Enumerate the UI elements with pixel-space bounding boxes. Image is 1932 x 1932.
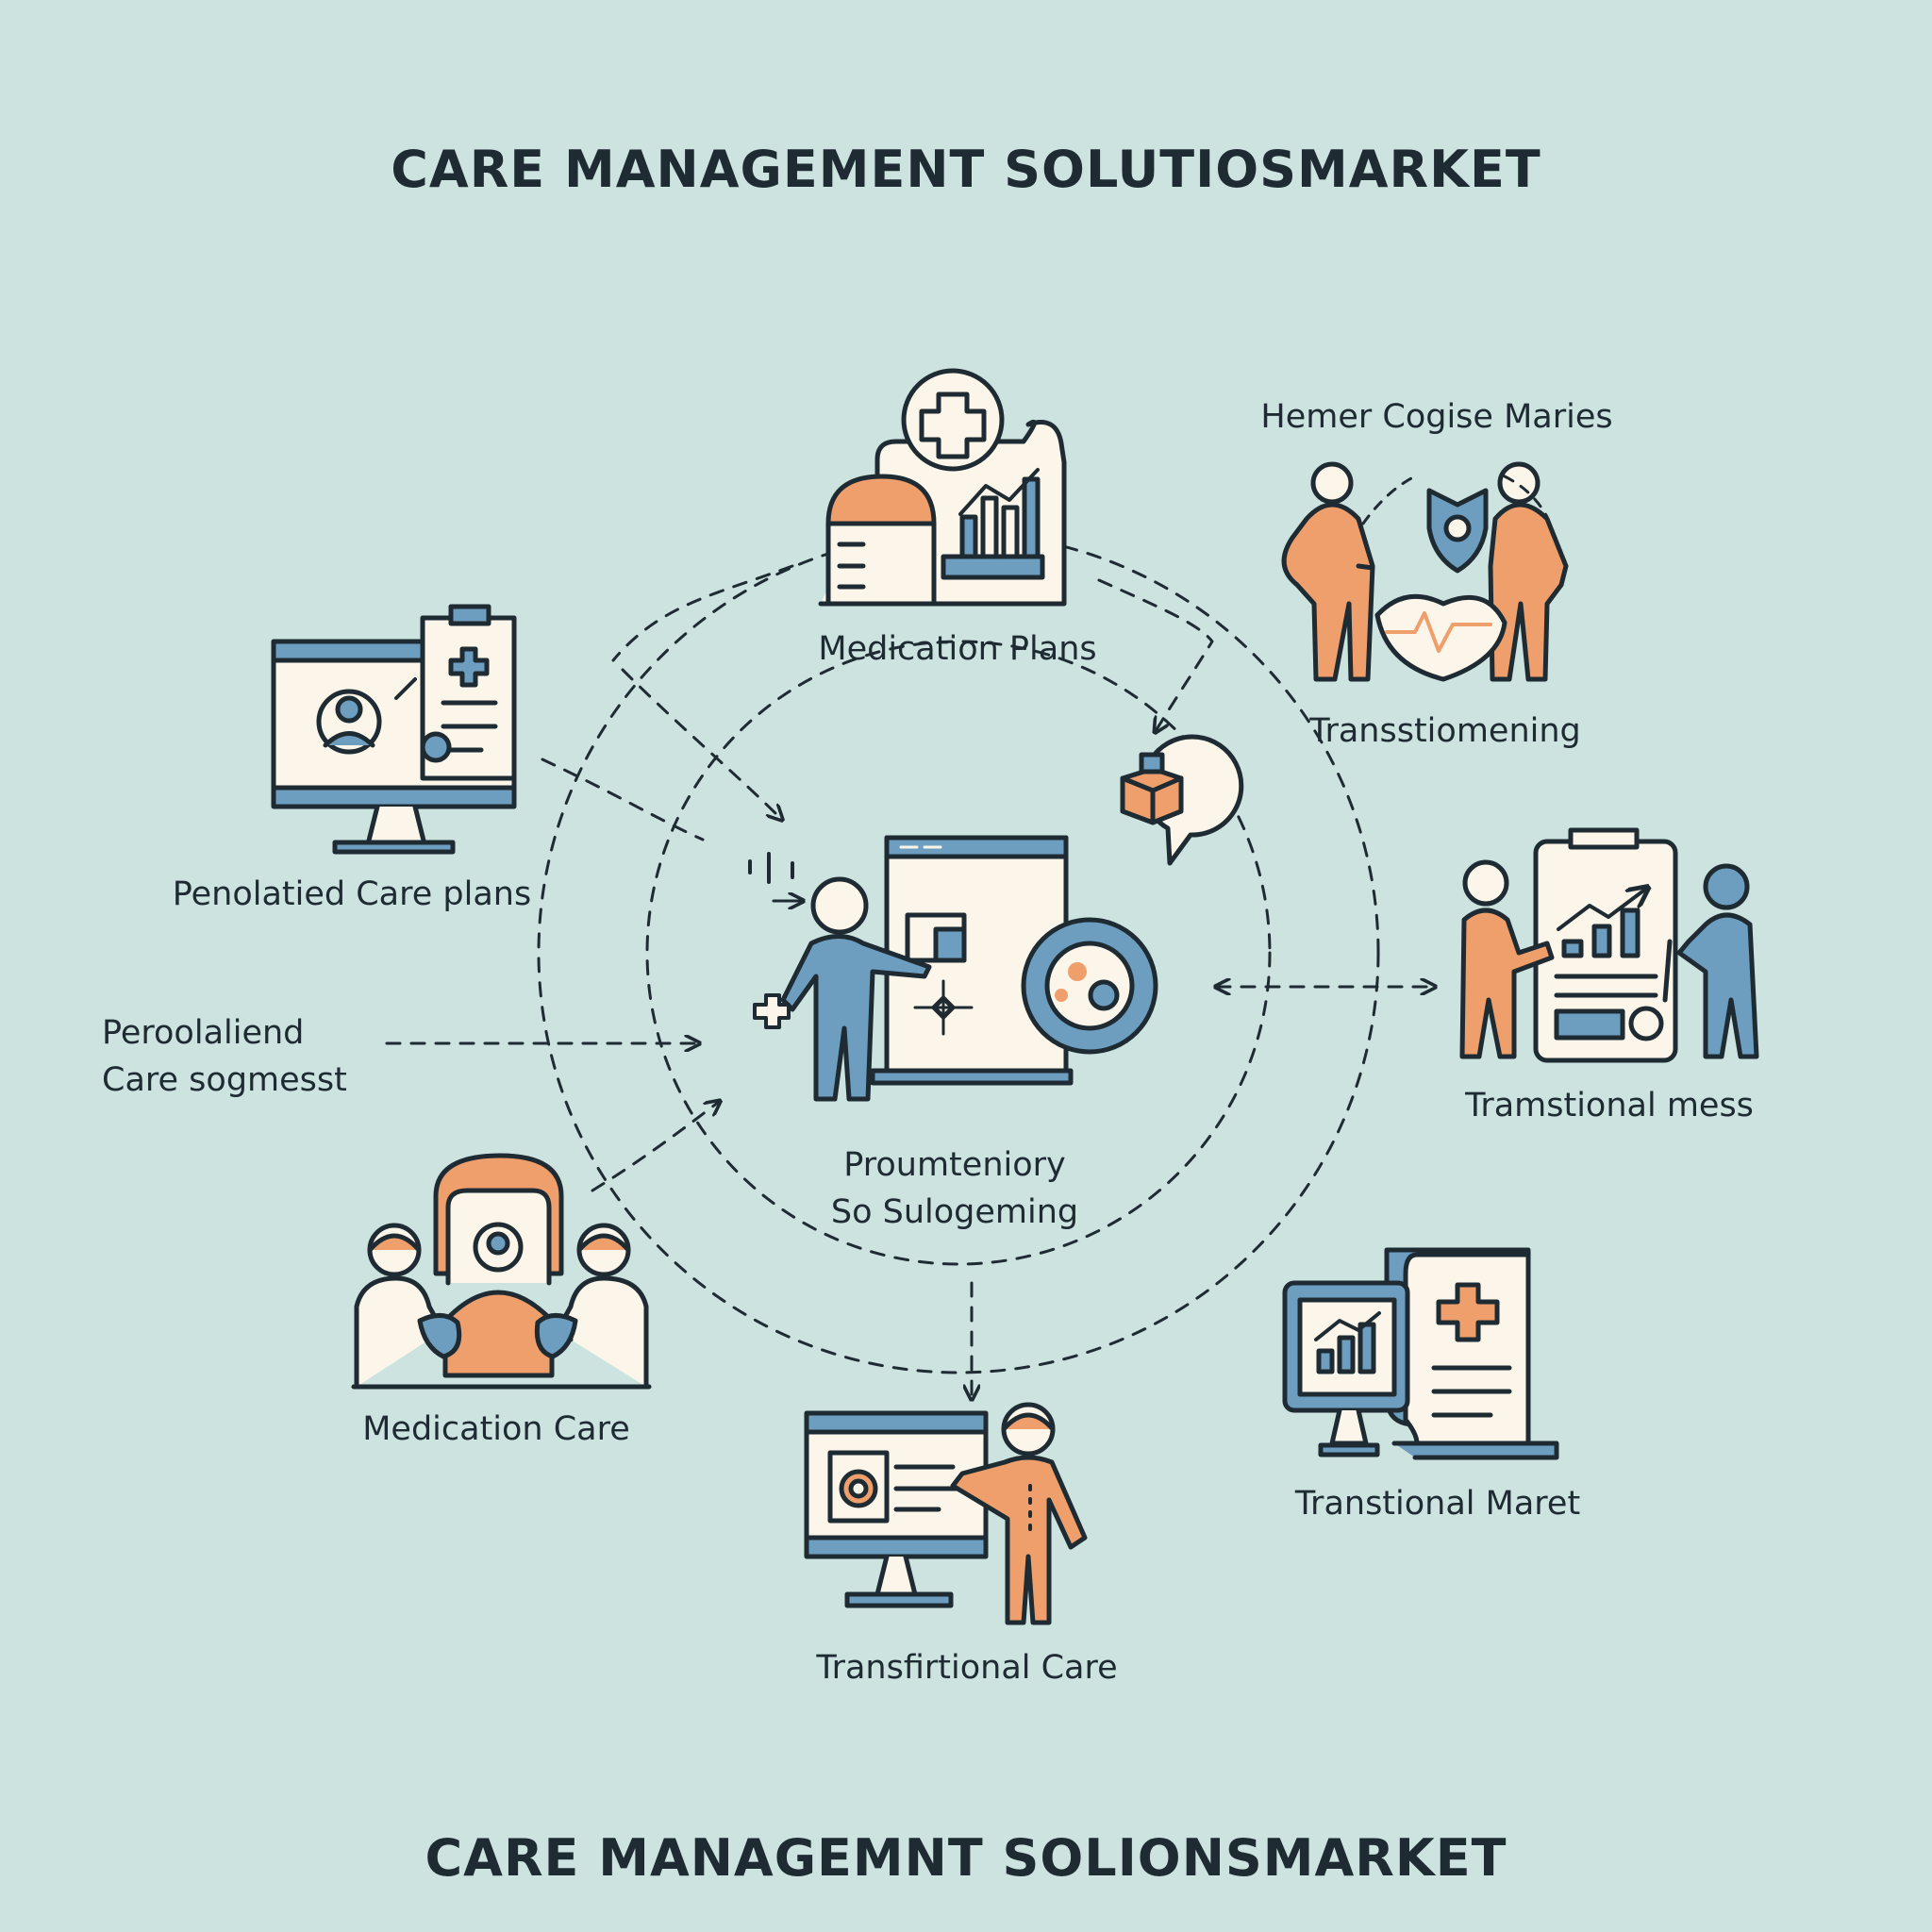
connector-medication-care xyxy=(591,1102,719,1192)
connector-to-center xyxy=(621,668,781,819)
label-tramstional-mess: Tramstional mess xyxy=(1465,1087,1754,1124)
footer-title: CARE MANAGEMNT SOLIONSMARKET xyxy=(425,1828,1507,1888)
connector-penolatied xyxy=(541,758,705,841)
tramstional-board-icon xyxy=(1459,827,1759,1063)
label-hemer-cogise-maries: Hemer Cogise Maries xyxy=(1260,398,1613,436)
connector-medplans-left xyxy=(611,564,794,662)
outer-dashed-ring xyxy=(537,531,1380,1374)
label-transstiomening: Transstiomening xyxy=(1309,712,1581,750)
hemer-people-icon xyxy=(1281,461,1569,682)
label-center: Proumteniory So Sulogeming xyxy=(831,1141,1078,1236)
dashed-rings xyxy=(537,531,1380,1374)
label-peroolaliend-line2: Care sogmesst xyxy=(102,1061,347,1099)
penolatied-monitor-icon xyxy=(271,604,517,855)
label-peroolaliend: Peroolaliend Care sogmesst xyxy=(102,1009,347,1104)
label-transtional-maret: Transtional Maret xyxy=(1294,1485,1581,1523)
label-transfirtional-care: Transfirtional Care xyxy=(816,1649,1118,1687)
label-medication-plans: Medication Plans xyxy=(818,630,1097,668)
medication-care-group-icon xyxy=(351,1153,652,1390)
transfirtional-care-icon xyxy=(804,1402,1088,1625)
label-penolatied-care-plans: Penolatied Care plans xyxy=(172,875,532,913)
connectors xyxy=(385,564,1434,1398)
label-center-line2: So Sulogeming xyxy=(830,1193,1079,1231)
label-center-line1: Proumteniory xyxy=(843,1146,1066,1184)
speech-bubble-icon xyxy=(1120,734,1244,866)
connector-medplans-right xyxy=(1097,578,1214,731)
page-title: CARE MANAGEMENT SOLUTIOSMARKET xyxy=(391,140,1541,199)
center-presenter-icon xyxy=(748,835,1158,1102)
transtional-maret-icon xyxy=(1282,1247,1559,1460)
label-medication-care: Medication Care xyxy=(362,1410,630,1448)
inner-dashed-ring xyxy=(645,640,1272,1266)
label-peroolaliend-line1: Peroolaliend xyxy=(102,1014,305,1052)
medication-plans-icon xyxy=(818,368,1067,607)
